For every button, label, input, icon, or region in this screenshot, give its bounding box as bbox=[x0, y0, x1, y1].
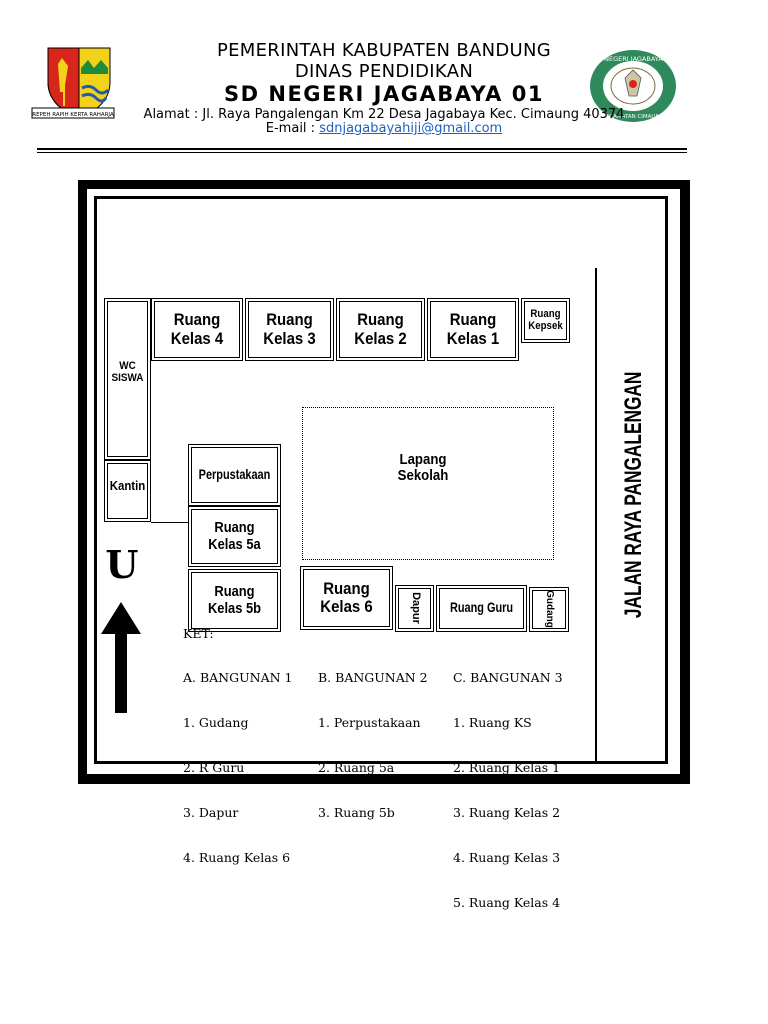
email-link[interactable]: sdnjagabayahiji@gmail.com bbox=[319, 121, 503, 136]
legend-a-item: 3. Dapur bbox=[183, 805, 239, 820]
legend-a-item: 4. Ruang Kelas 6 bbox=[183, 850, 291, 865]
room-kelas-3 bbox=[245, 298, 334, 361]
room-gudang-label: Gudang bbox=[544, 590, 556, 628]
legend-c-heading: C. BANGUNAN 3 bbox=[453, 670, 563, 685]
kantin-label: Kantin bbox=[109, 477, 146, 493]
legend-a-heading: A. BANGUNAN 1 bbox=[183, 670, 293, 685]
room-kelas-2-label: Ruang Kelas 2 bbox=[354, 310, 407, 348]
government-line: PEMERINTAH KABUPATEN BANDUNG bbox=[216, 40, 552, 61]
room-dapur-label: Dapur bbox=[409, 592, 422, 624]
wc-siswa-label: WC SISWA bbox=[111, 360, 144, 384]
connector-line bbox=[151, 522, 189, 523]
room-perpustakaan-label: Perpustakaan bbox=[198, 466, 271, 483]
room-kelas-4 bbox=[151, 298, 243, 361]
school-boundary bbox=[94, 196, 668, 764]
lapang-sekolah-label: Lapang Sekolah bbox=[397, 450, 449, 484]
email-label: E-mail : bbox=[265, 121, 320, 136]
room-kelas-6-label: Ruang Kelas 6 bbox=[320, 578, 373, 616]
room-kelas-1 bbox=[427, 298, 519, 361]
legend-c-item: 5. Ruang Kelas 4 bbox=[453, 895, 561, 910]
legend-c-item: 2. Ruang Kelas 1 bbox=[453, 760, 561, 775]
room-ruang-guru-label: Ruang Guru bbox=[449, 598, 514, 615]
north-arrow-icon bbox=[100, 600, 142, 715]
legend-title: KET: bbox=[183, 626, 214, 641]
room-perpustakaan bbox=[188, 444, 281, 506]
room-kelas-2 bbox=[336, 298, 425, 361]
road-label: JALAN RAYA PANGALENGAN bbox=[617, 372, 651, 618]
legend-col-a: A. BANGUNAN 1 1. Gudang 2. R Guru 3. Dap… bbox=[183, 640, 292, 880]
legend-col-c: C. BANGUNAN 3 1. Ruang KS 2. Ruang Kelas… bbox=[453, 640, 563, 925]
room-kelas-1-label: Ruang Kelas 1 bbox=[446, 310, 500, 348]
legend-a-item: 2. R Guru bbox=[183, 760, 245, 775]
school-name: SD NEGERI JAGABAYA 01 bbox=[224, 82, 544, 106]
north-letter: U bbox=[105, 542, 139, 588]
wc-siswa bbox=[104, 298, 151, 460]
legend-b-heading: B. BANGUNAN 2 bbox=[318, 670, 428, 685]
room-kelas-6 bbox=[300, 566, 393, 630]
room-kelas-5a-label: Ruang Kelas 5a bbox=[208, 519, 261, 553]
room-dapur bbox=[395, 585, 434, 632]
logo-motto: REPEH RAPIH KERTA RAHARJA bbox=[32, 112, 114, 118]
seal-top-text: SD NEGERI JAGABAYA 01 bbox=[593, 55, 673, 63]
kantin bbox=[104, 460, 151, 522]
room-kelas-5b bbox=[188, 569, 281, 632]
room-kepsek bbox=[521, 298, 570, 343]
room-gudang bbox=[529, 587, 569, 632]
room-kelas-4-label: Ruang Kelas 4 bbox=[170, 310, 224, 348]
legend-b-item: 2. Ruang 5a bbox=[318, 760, 395, 775]
address-line: Alamat : Jl. Raya Pangalengan Km 22 Desa… bbox=[143, 107, 625, 122]
school-seal-logo: SD NEGERI JAGABAYA 01 KECAMATAN CIMAUNG bbox=[588, 48, 678, 124]
room-ruang-guru bbox=[436, 585, 527, 632]
legend-col-b: B. BANGUNAN 2 1. Perpustakaan 2. Ruang 5… bbox=[318, 640, 428, 835]
legend-a-item: 1. Gudang bbox=[183, 715, 249, 730]
seal-bottom-text: KECAMATAN CIMAUNG bbox=[602, 114, 664, 120]
kabupaten-bandung-logo: REPEH RAPIH KERTA RAHARJA bbox=[30, 44, 116, 124]
road-label-text: JALAN RAYA PANGALENGAN bbox=[620, 371, 648, 619]
email-line: E-mail : sdnjagabayahiji@gmail.com bbox=[0, 121, 768, 136]
room-kepsek-label: Ruang Kepsek bbox=[528, 307, 563, 332]
legend-b-item: 1. Perpustakaan bbox=[318, 715, 421, 730]
room-kelas-5b-label: Ruang Kelas 5b bbox=[207, 583, 262, 617]
room-kelas-5a bbox=[188, 506, 281, 567]
legend-c-item: 1. Ruang KS bbox=[453, 715, 532, 730]
department-line: DINAS PENDIDIKAN bbox=[294, 61, 474, 82]
lapang-sekolah bbox=[302, 407, 554, 560]
legend-b-item: 3. Ruang 5b bbox=[318, 805, 395, 820]
header-rule-thin bbox=[37, 152, 687, 153]
room-kelas-3-label: Ruang Kelas 3 bbox=[263, 310, 316, 348]
road-edge-line bbox=[595, 268, 597, 762]
legend-c-item: 4. Ruang Kelas 3 bbox=[453, 850, 561, 865]
map-frame-gap bbox=[87, 189, 680, 774]
header-rule bbox=[37, 148, 687, 150]
legend-c-item: 3. Ruang Kelas 2 bbox=[453, 805, 561, 820]
